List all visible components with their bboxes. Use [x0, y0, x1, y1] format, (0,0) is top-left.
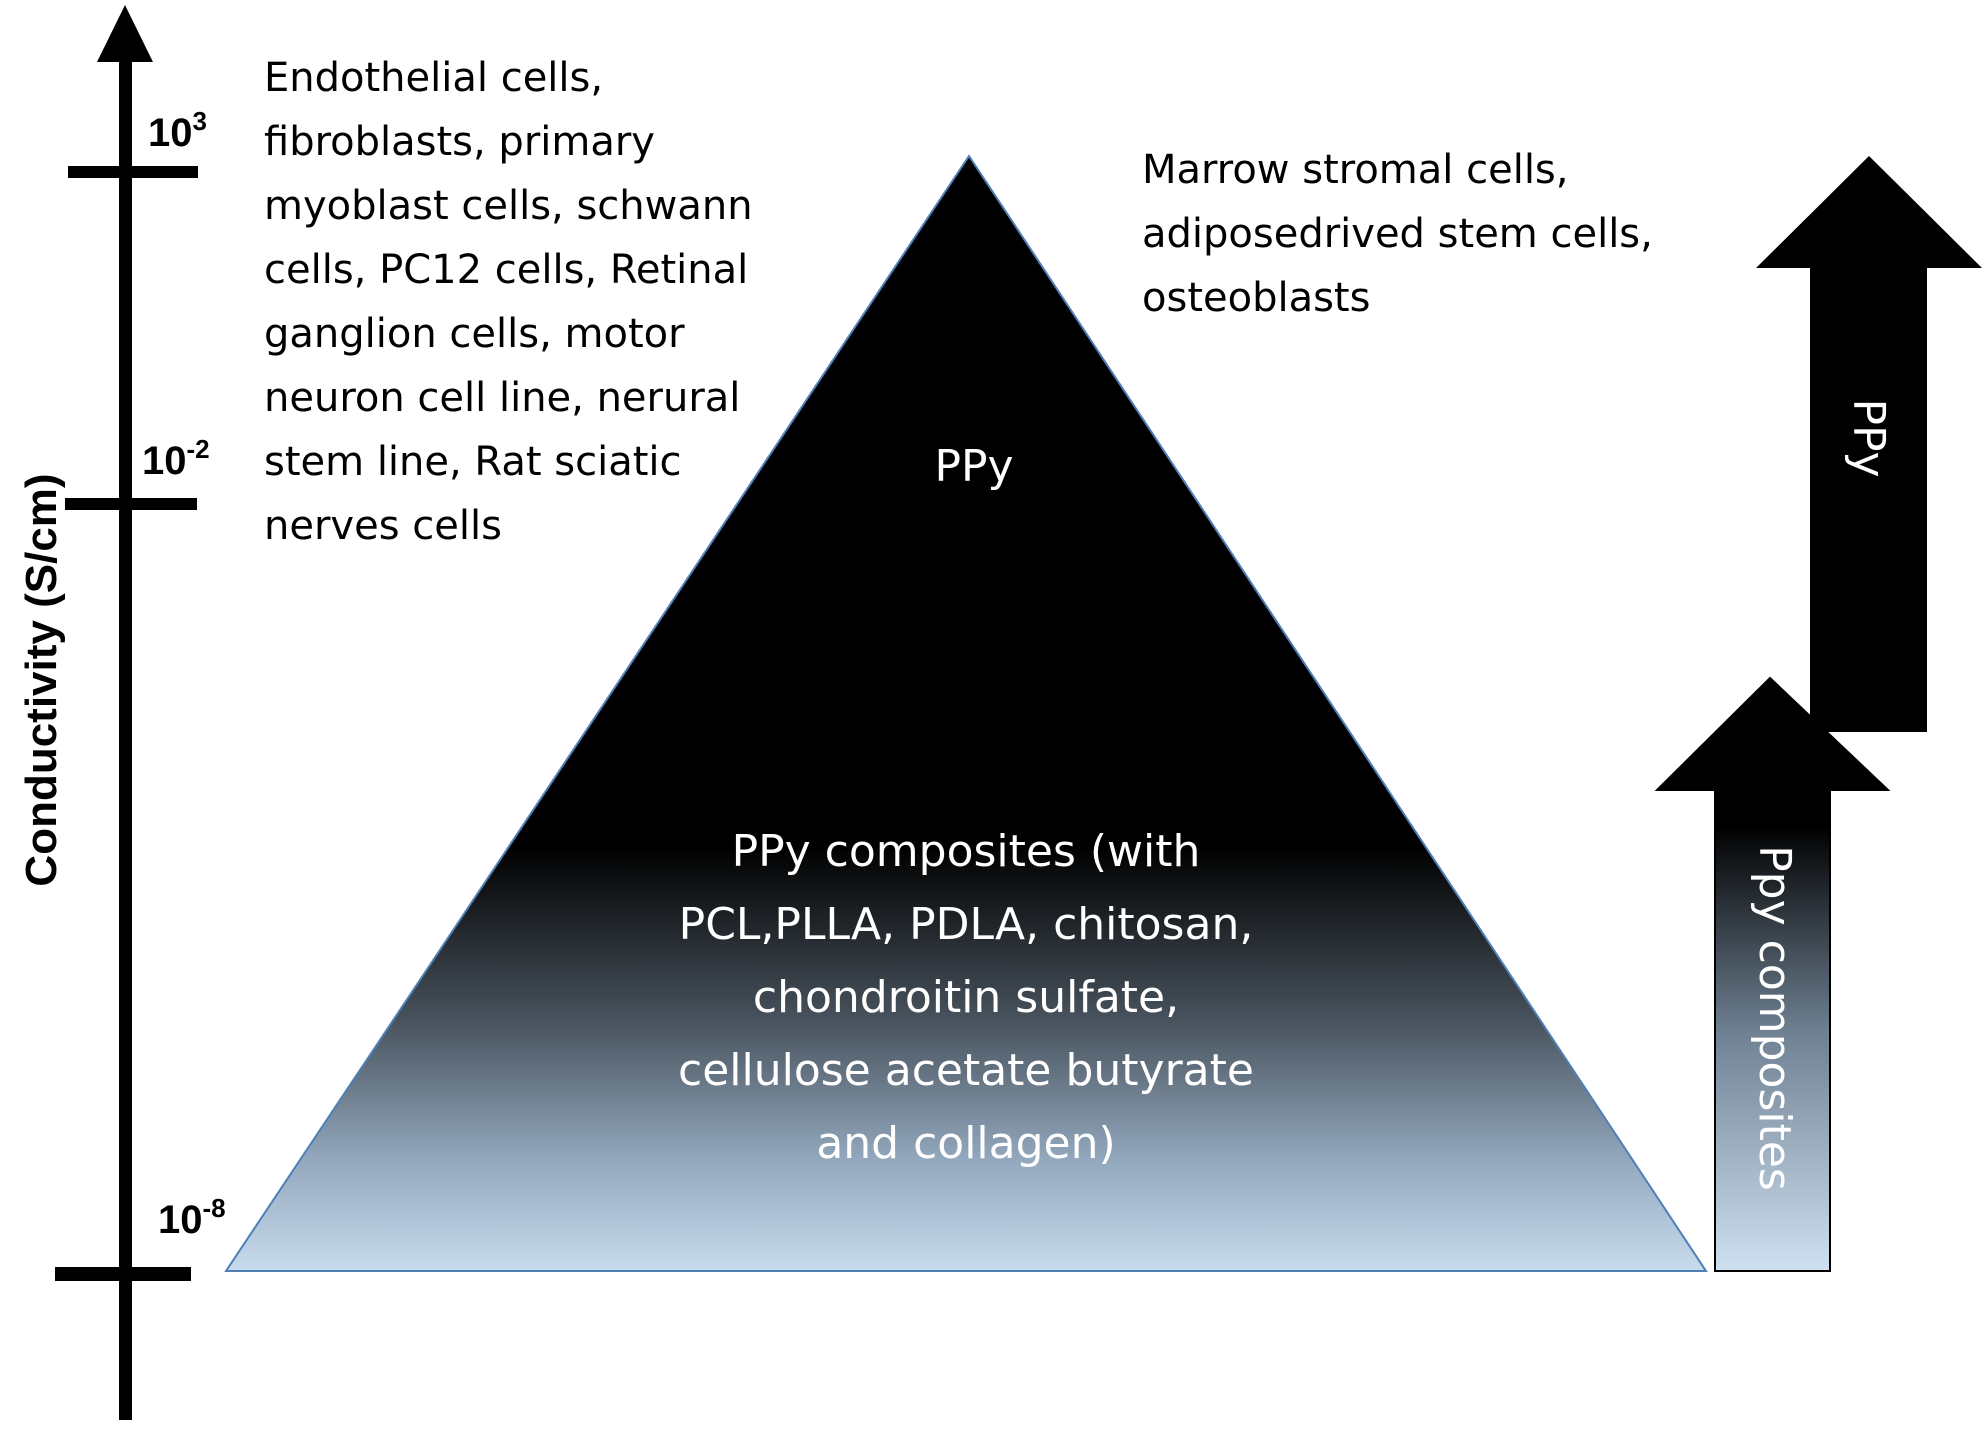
- pyramid-bottom-line-4: cellulose acetate butyrate: [678, 1045, 1254, 1096]
- pyramid-bottom-line-5: and collagen): [816, 1118, 1115, 1169]
- ppy-composites-arrow-label: Ppy composites: [1749, 845, 1800, 1191]
- left-cell-line-1: Endothelial cells,: [264, 55, 604, 101]
- axis-line: [119, 55, 132, 1420]
- left-cell-line-4: cells, PC12 cells, Retinal: [264, 247, 749, 293]
- ppy-composites-arrow: [1654, 676, 1891, 1272]
- left-cell-line-6: neuron cell line, nerural: [264, 375, 741, 421]
- tick-label-10e-8: 10-8: [158, 1193, 226, 1242]
- left-cell-line-2: fibroblasts, primary: [264, 119, 655, 165]
- tick-mark-10e-2: [65, 498, 197, 510]
- pyramid-bottom-line-1: PPy composites (with: [732, 826, 1201, 877]
- right-cell-line-3: osteoblasts: [1142, 275, 1371, 321]
- left-cell-line-8: nerves cells: [264, 503, 502, 549]
- tick-mark-10e3: [68, 166, 198, 178]
- right-cell-line-1: Marrow stromal cells,: [1142, 147, 1569, 193]
- pyramid-bottom-line-2: PCL,PLLA, PDLA, chitosan,: [679, 899, 1254, 950]
- left-cell-line-5: ganglion cells, motor: [264, 311, 685, 357]
- tick-label-10e3: 103: [148, 106, 207, 155]
- left-cell-line-7: stem line, Rat sciatic: [264, 439, 682, 485]
- right-cell-types: Marrow stromal cells, adiposedrived stem…: [1142, 138, 1653, 330]
- ppy-arrow: [1756, 156, 1982, 732]
- pyramid-bottom-line-3: chondroitin sulfate,: [753, 972, 1179, 1023]
- pyramid: [224, 154, 1708, 1272]
- left-cell-types: Endothelial cells, fibroblasts, primary …: [264, 46, 753, 558]
- left-cell-line-3: myoblast cells, schwann: [264, 183, 753, 229]
- axis-label: Conductivity (S/cm): [17, 473, 66, 886]
- axis-arrowhead: [97, 5, 153, 62]
- tick-mark-10e-8: [55, 1267, 191, 1281]
- ppy-arrow-label: PPy: [1843, 398, 1894, 477]
- right-cell-line-2: adiposedrived stem cells,: [1142, 211, 1653, 257]
- tick-label-10e-2: 10-2: [142, 434, 210, 483]
- pyramid-top-label: PPy: [934, 441, 1013, 492]
